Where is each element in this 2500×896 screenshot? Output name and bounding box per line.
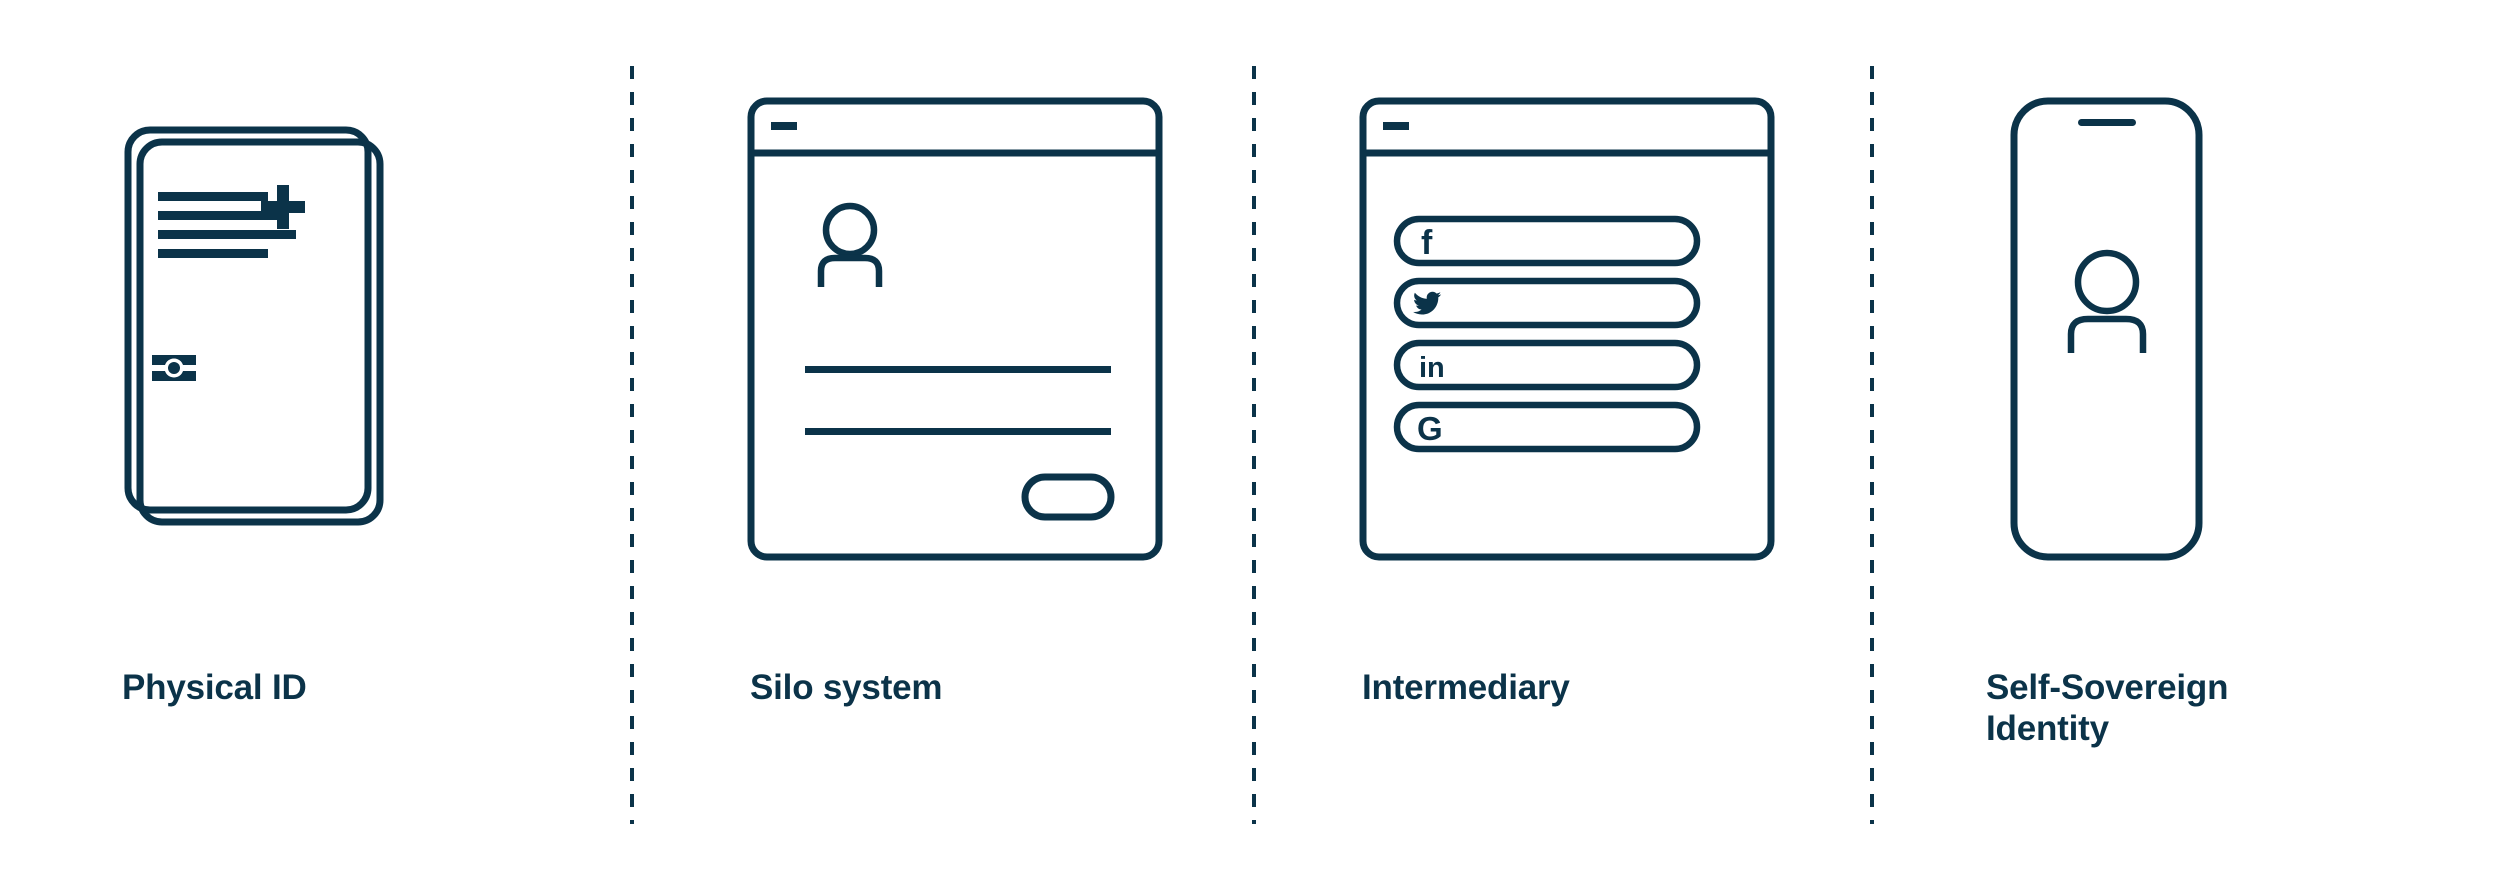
panel-physical-id: Physical ID xyxy=(0,0,630,896)
login-button-twitter xyxy=(1393,277,1701,329)
panel-silo-system: Silo system xyxy=(630,0,1252,896)
panel-divider xyxy=(1252,66,1256,824)
facebook-icon: f xyxy=(1421,224,1433,262)
submit-button xyxy=(1021,473,1115,521)
panel-divider xyxy=(1870,66,1874,824)
person-icon xyxy=(2074,249,2140,315)
panel-caption-self-sovereign-identity: Self-Sovereign Identity xyxy=(1986,668,2229,748)
panel-caption-physical-id: Physical ID xyxy=(122,668,307,707)
panel-divider xyxy=(630,66,634,824)
minimize-icon xyxy=(771,122,797,130)
panel-caption-intermediary: Intermediary xyxy=(1362,668,1570,707)
linkedin-icon: in xyxy=(1419,352,1445,384)
panel-intermediary: f in G Intermediary xyxy=(1252,0,1870,896)
login-button-facebook: f xyxy=(1393,215,1701,267)
panel-self-sovereign-identity: Self-Sovereign Identity xyxy=(1870,0,2500,896)
browser-window-icon: f in G xyxy=(1357,95,1777,565)
panel-caption-silo-system: Silo system xyxy=(750,668,943,707)
person-icon xyxy=(822,202,878,258)
smartphone-icon xyxy=(1980,95,2280,565)
speaker-slot xyxy=(2078,119,2136,126)
twitter-icon xyxy=(1413,291,1442,315)
input-field-line xyxy=(805,428,1111,435)
input-field-line xyxy=(805,366,1111,373)
browser-window-icon xyxy=(745,95,1165,565)
google-icon: G xyxy=(1417,410,1443,447)
login-button-google: G xyxy=(1393,401,1701,453)
login-button-linkedin: in xyxy=(1393,339,1701,391)
id-card-icon xyxy=(110,100,470,570)
minimize-icon xyxy=(1383,122,1409,130)
